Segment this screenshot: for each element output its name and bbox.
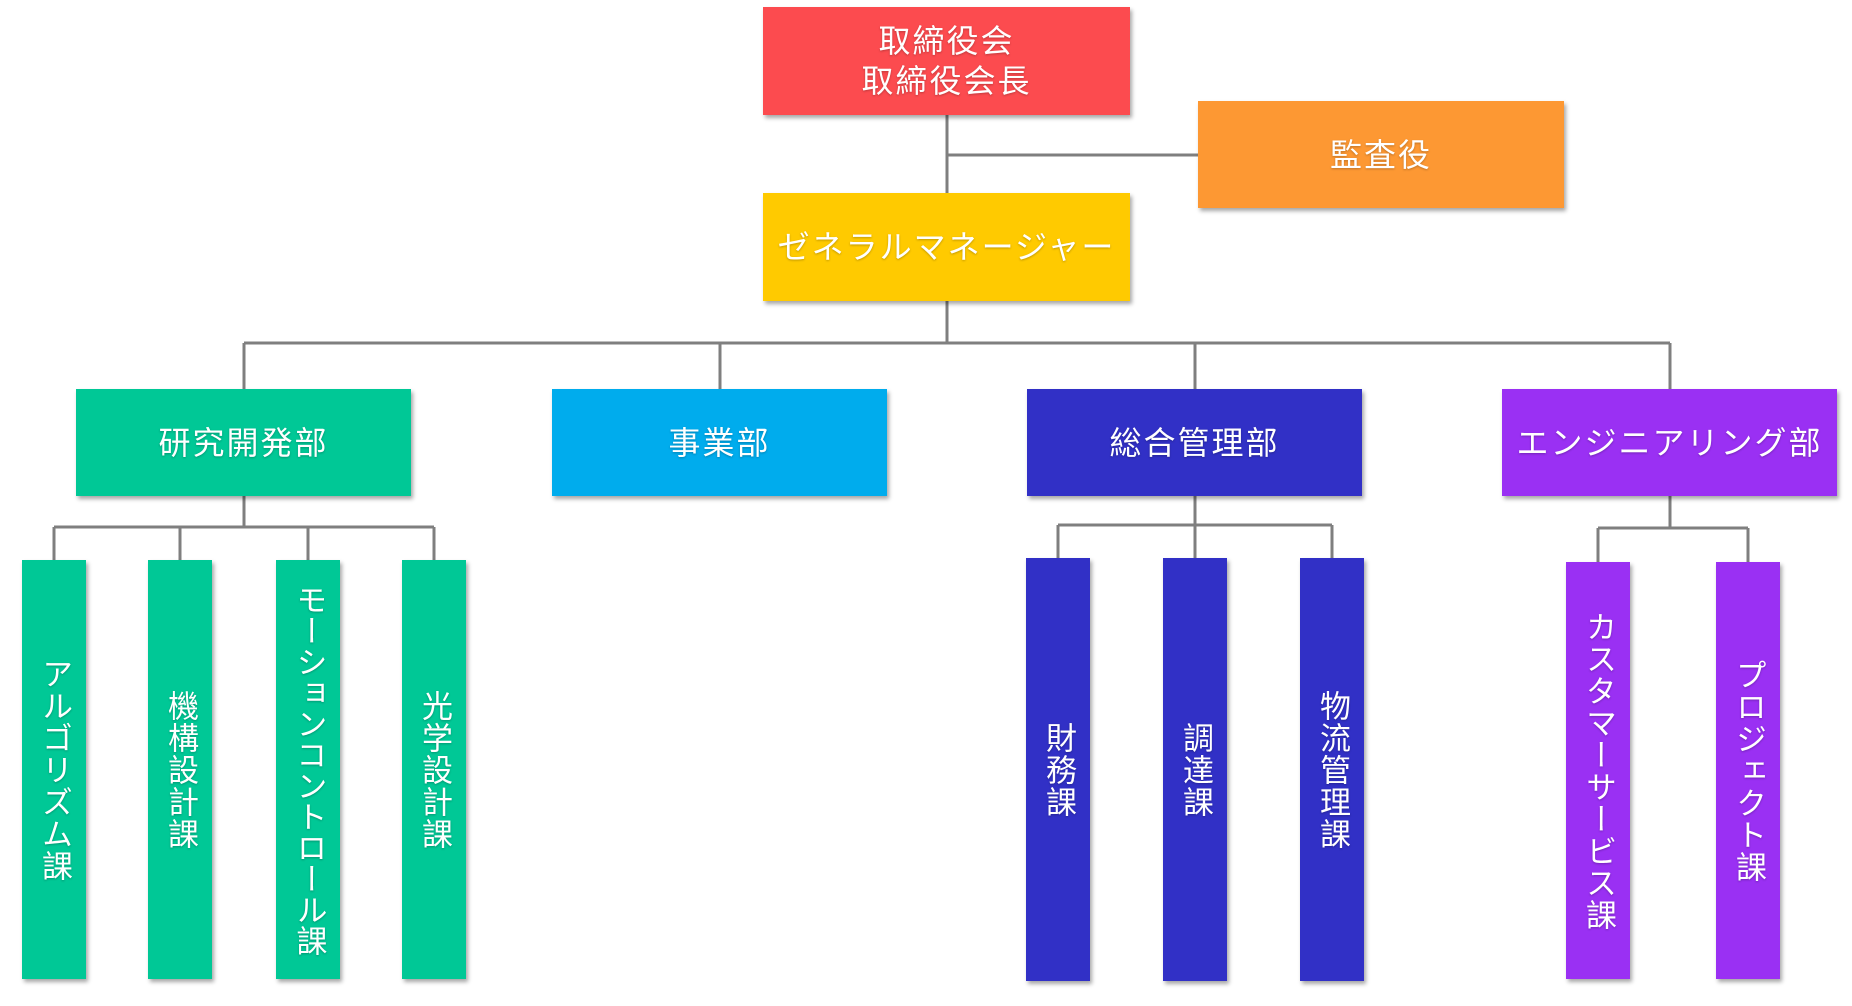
section-mechanism-design: 機構設計課: [148, 560, 212, 979]
section-label: 物流管理課: [1314, 689, 1350, 850]
admin-section-lines: [1056, 496, 1334, 558]
research-section-lines: [52, 496, 436, 560]
dept-research: 研究開発部: [76, 389, 411, 496]
section-finance: 財務課: [1026, 558, 1090, 981]
dept-engineering: エンジニアリング部: [1502, 389, 1837, 496]
section-motion-control: モーションコントロール課: [276, 560, 340, 979]
dept-business: 事業部: [552, 389, 887, 496]
section-optical-design: 光学設計課: [402, 560, 466, 979]
dept-label: 研究開発部: [158, 423, 329, 462]
dept-label: エンジニアリング部: [1516, 423, 1823, 462]
auditor-box: 監査役: [1198, 101, 1564, 208]
dept-label: 事業部: [668, 423, 771, 462]
general-manager-box: ゼネラルマネージャー: [763, 193, 1130, 301]
dept-label: 総合管理部: [1109, 423, 1280, 462]
board-chair: 取締役会長: [861, 62, 1032, 100]
section-project: プロジェクト課: [1716, 562, 1780, 979]
board-box: 取締役会 取締役会長: [763, 7, 1130, 115]
section-customer-service: カスタマーサービス課: [1566, 562, 1630, 979]
section-label: カスタマーサービス課: [1580, 610, 1616, 931]
section-label: 調達課: [1177, 721, 1213, 818]
section-algorithm: アルゴリズム課: [22, 560, 86, 979]
dept-general-admin: 総合管理部: [1027, 389, 1362, 496]
auditor-label: 監査役: [1329, 135, 1432, 174]
section-label: アルゴリズム課: [36, 657, 72, 882]
section-label: 機構設計課: [162, 689, 198, 850]
section-label: モーションコントロール課: [290, 583, 327, 956]
general-manager-label: ゼネラルマネージャー: [777, 228, 1116, 266]
section-logistics: 物流管理課: [1300, 558, 1364, 981]
engineering-section-lines: [1596, 496, 1750, 562]
section-label: プロジェクト課: [1730, 658, 1766, 883]
section-procurement: 調達課: [1163, 558, 1227, 981]
section-label: 財務課: [1040, 721, 1076, 818]
section-label: 光学設計課: [416, 689, 452, 850]
board-title: 取締役会: [878, 22, 1015, 60]
